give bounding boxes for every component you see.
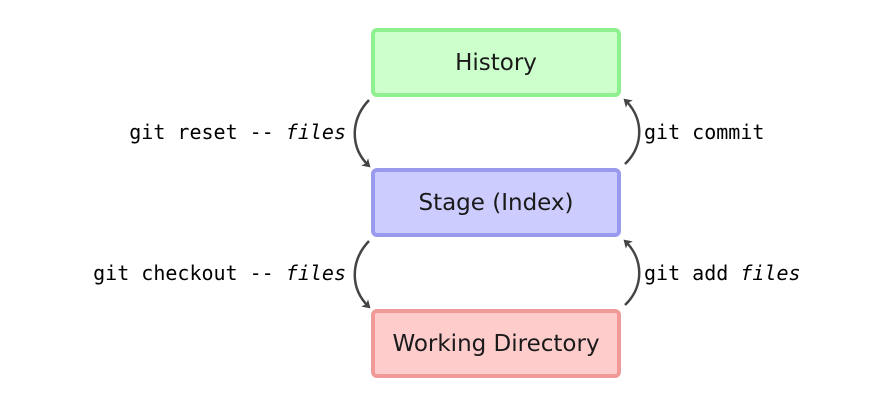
add-arrow (623, 239, 641, 306)
reset-arrow (353, 99, 371, 168)
working-directory-label: Working Directory (392, 330, 600, 357)
add-command: git add (644, 261, 729, 285)
commit-command-label: git commit (644, 120, 764, 144)
commit-command: git commit (644, 120, 765, 144)
checkout-command: git checkout -- (93, 261, 274, 285)
checkout-arrow (353, 240, 371, 309)
stage-box: Stage (Index) (371, 168, 621, 237)
history-box: History (371, 28, 621, 97)
add-command-label: git add files (644, 261, 801, 285)
reset-command: git reset -- (129, 120, 274, 144)
checkout-arg: files (285, 261, 346, 285)
commit-arrow (623, 98, 641, 165)
working-directory-box: Working Directory (371, 309, 621, 378)
reset-arg: files (285, 120, 346, 144)
reset-command-label: git reset -- files (129, 120, 346, 144)
add-arg: files (740, 261, 801, 285)
history-label: History (455, 49, 537, 76)
stage-label: Stage (Index) (418, 189, 574, 216)
checkout-command-label: git checkout -- files (93, 261, 346, 285)
